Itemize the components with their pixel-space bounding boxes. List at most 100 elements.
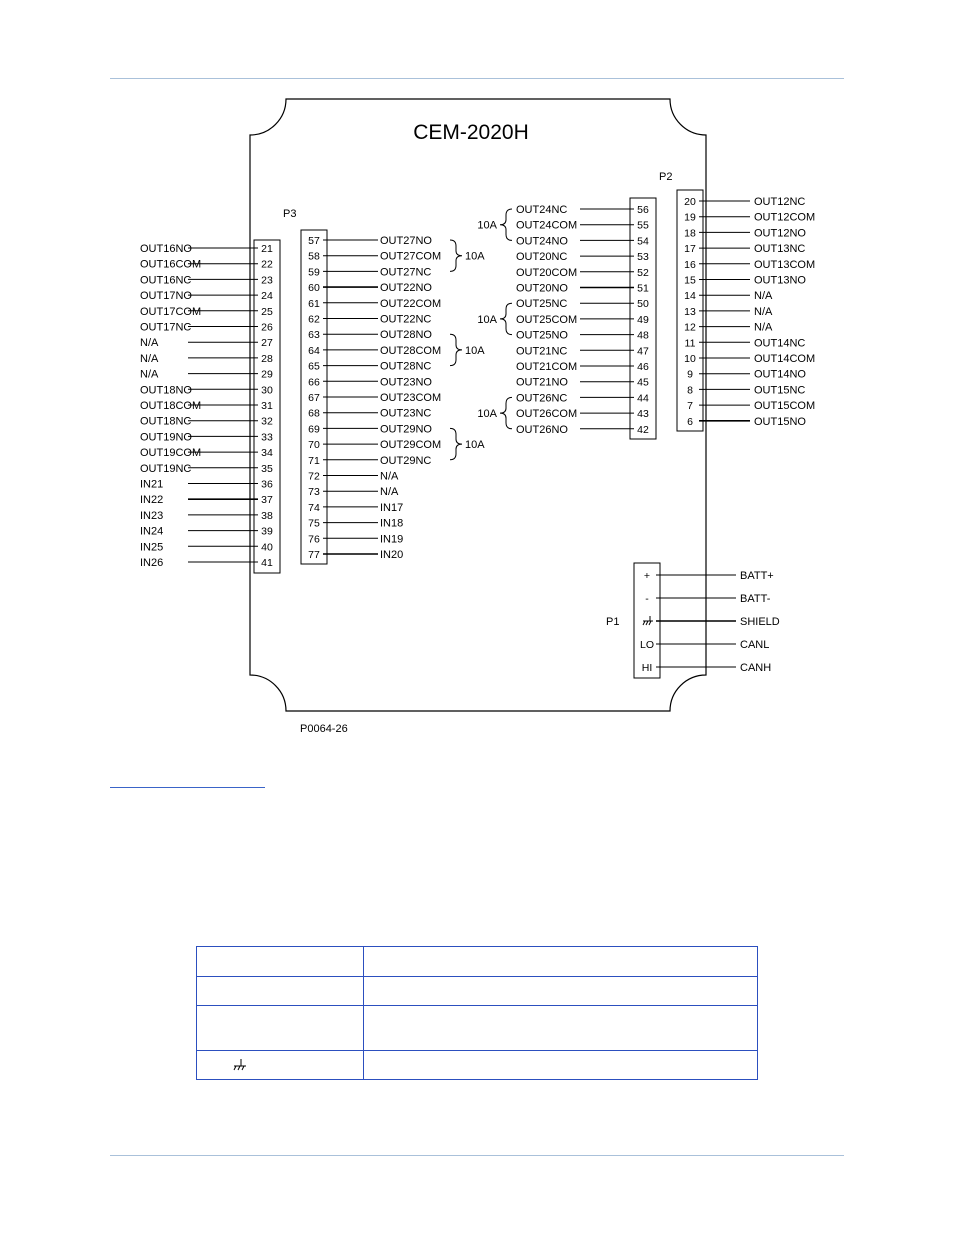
amp-rating: 10A [477,220,497,232]
pin-number: 21 [261,243,273,255]
pin-number: 31 [261,400,273,412]
table-cell [196,946,364,977]
pin-number: 24 [261,290,273,302]
pin-number: 72 [308,471,320,483]
group-brace [499,208,513,241]
pin-number: 59 [308,266,320,278]
pin-number: 58 [308,251,320,263]
pin-number: 60 [308,282,320,294]
pin-number: - [645,593,649,605]
pin-label: OUT27NC [380,266,431,278]
table-row [196,946,758,977]
pin-label: OUT16NO [140,243,192,255]
table-cell [196,1005,364,1051]
pin-number: 37 [261,494,273,506]
pin-number: 43 [637,408,649,420]
pin-number: + [644,570,650,582]
pin-number: 45 [637,377,649,389]
pin-number: 6 [687,416,693,428]
pin-number: 73 [308,486,320,498]
ground-icon [233,1059,246,1071]
p3-label: P3 [283,208,296,220]
pin-label: N/A [380,486,399,498]
pin-label: OUT16NC [140,274,191,286]
pin-label: OUT22NO [380,282,432,294]
pin-number: 17 [684,243,696,255]
table-cell [363,1050,758,1080]
pin-number: 40 [261,541,273,553]
pin-label: OUT17NC [140,322,191,334]
table-cell [196,976,364,1006]
figure-id: P0064-26 [300,723,348,735]
pin-number: 23 [261,274,273,286]
table-row [196,1005,758,1051]
pin-number: 77 [308,549,320,561]
pin-label: OUT27NO [380,235,432,247]
pin-label: BATT- [740,593,771,605]
p1-label: P1 [606,616,619,628]
amp-rating: 10A [477,314,497,326]
amp-rating: 10A [477,408,497,420]
pin-label: OUT14COM [754,353,815,365]
pin-label: N/A [754,306,773,318]
pin-number: 30 [261,384,273,396]
pin-label: OUT20NO [516,283,568,295]
pin-number: 33 [261,431,273,443]
pin-number: 61 [308,298,320,310]
pin-label: OUT28COM [380,345,441,357]
pin-label: OUT13COM [754,259,815,271]
pin-number: 52 [637,267,649,279]
group-brace [449,239,463,272]
module-outline [249,98,707,712]
pin-number: 35 [261,463,273,475]
pin-label: OUT25COM [516,314,577,326]
pin-label: OUT28NC [380,361,431,373]
pin-label: OUT21NO [516,377,568,389]
pin-label: IN17 [380,502,403,514]
pin-label: IN25 [140,541,163,553]
pin-number: 63 [308,329,320,341]
pin-number: 36 [261,479,273,491]
table-cell [196,1050,364,1080]
pin-number: 13 [684,306,696,318]
pin-number: 76 [308,533,320,545]
p3-left-block [253,239,281,574]
pin-label: IN20 [380,549,403,561]
pin-number: 71 [308,455,320,467]
pin-number: 25 [261,306,273,318]
pin-label: N/A [380,471,399,483]
pin-number: 56 [637,204,649,216]
pin-number: 15 [684,275,696,287]
pin-label: OUT12NC [754,196,805,208]
pin-label: N/A [754,290,773,302]
pin-number: 22 [261,259,273,271]
pin-label: OUT15NC [754,384,805,396]
terminal-table [196,946,758,1080]
pin-number: 16 [684,259,696,271]
amp-rating: 10A [465,345,485,357]
module-title: CEM-2020H [413,121,529,144]
pin-label: OUT12COM [754,212,815,224]
table-row [196,1050,758,1080]
pin-label: OUT29COM [380,439,441,451]
pin-label: OUT20NC [516,251,567,263]
pin-label: OUT17COM [140,306,201,318]
pin-label: N/A [140,353,159,365]
pin-number: 38 [261,510,273,522]
pin-label: OUT29NO [380,423,432,435]
pin-number: 66 [308,376,320,388]
footer-rule [110,1155,844,1156]
pin-label: IN22 [140,494,163,506]
ground-tick [642,620,646,626]
pin-number: 44 [637,392,649,404]
pin-label: BATT+ [740,570,774,582]
pin-number: 42 [637,424,649,436]
pin-number: 11 [685,337,696,349]
pin-number: 19 [684,212,696,224]
table-cell [363,946,758,977]
pin-number: 39 [261,526,273,538]
pin-number: 48 [637,330,649,342]
